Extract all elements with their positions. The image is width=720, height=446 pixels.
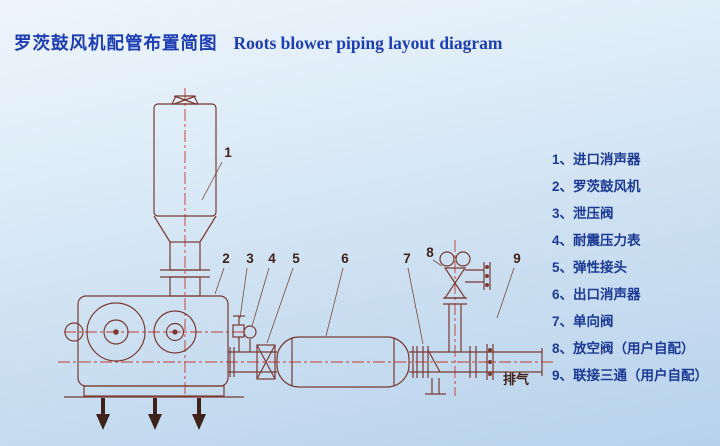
callout-5: 5 — [292, 251, 300, 266]
callout-2: 2 — [222, 251, 230, 266]
legend-label: 单向阀 — [573, 314, 614, 329]
legend-num: 6 — [552, 287, 560, 302]
roots-blower — [64, 295, 244, 398]
legend-label: 耐震压力表 — [573, 233, 641, 248]
legend-label: 放空阀（用户自配） — [573, 341, 695, 356]
legend-num: 1 — [552, 152, 560, 167]
legend-separator: 、 — [559, 314, 574, 329]
exhaust-label: 排气 — [503, 372, 529, 387]
legend-label: 进口消声器 — [573, 152, 641, 167]
legend-item-6: 6、出口消声器 — [552, 281, 708, 308]
legend-num: 4 — [552, 233, 560, 248]
relief-valve — [232, 315, 245, 352]
page-title-zh: 罗茨鼓风机配管布置简图 — [14, 33, 218, 53]
legend-item-4: 4、耐震压力表 — [552, 227, 708, 254]
legend-separator: 、 — [559, 260, 574, 275]
legend-separator: 、 — [559, 152, 574, 167]
legend-separator: 、 — [559, 233, 574, 248]
callout-9: 9 — [513, 251, 521, 266]
legend-num: 8 — [552, 341, 560, 356]
page-title: 罗茨鼓风机配管布置简图 Roots blower piping layout di… — [14, 30, 503, 55]
legend: 1、进口消声器 2、罗茨鼓风机 3、泄压阀 4、耐震压力表 5、弹性接头 6、出… — [552, 146, 708, 389]
callout-3: 3 — [246, 251, 254, 266]
check-valve — [422, 346, 446, 395]
legend-num: 3 — [552, 206, 560, 221]
callout-leaders — [201, 161, 515, 345]
legend-item-8: 8、放空阀（用户自配） — [552, 335, 708, 362]
legend-separator: 、 — [559, 179, 574, 194]
legend-separator: 、 — [559, 368, 574, 383]
legend-item-9: 9、联接三通（用户自配） — [552, 362, 708, 389]
discharge-pipe — [228, 347, 277, 377]
legend-label: 泄压阀 — [573, 206, 614, 221]
legend-separator: 、 — [559, 287, 574, 302]
callout-6: 6 — [341, 251, 349, 266]
callout-7: 7 — [403, 251, 411, 266]
legend-item-5: 5、弹性接头 — [552, 254, 708, 281]
flexible-joint — [256, 344, 276, 380]
legend-num: 2 — [552, 179, 560, 194]
legend-separator: 、 — [559, 341, 574, 356]
callouts: 1 2 3 4 5 6 7 8 9 排气 — [222, 145, 529, 387]
pressure-gauge — [243, 325, 257, 352]
callout-1: 1 — [224, 145, 232, 160]
legend-label: 弹性接头 — [573, 260, 628, 275]
legend-item-7: 7、单向阀 — [552, 308, 708, 335]
page-title-en: Roots blower piping layout diagram — [233, 33, 503, 53]
legend-num: 7 — [552, 314, 560, 329]
legend-num: 5 — [552, 260, 560, 275]
mounting-arrows — [96, 398, 206, 430]
legend-label: 出口消声器 — [573, 287, 641, 302]
legend-num: 9 — [552, 368, 560, 383]
vent-valve — [439, 251, 491, 352]
legend-label: 罗茨鼓风机 — [573, 179, 641, 194]
callout-4: 4 — [268, 251, 276, 266]
legend-item-2: 2、罗茨鼓风机 — [552, 173, 708, 200]
callout-8: 8 — [426, 245, 434, 260]
legend-item-3: 3、泄压阀 — [552, 200, 708, 227]
outlet-silencer — [276, 336, 410, 388]
connection-tee — [469, 344, 494, 380]
legend-item-1: 1、进口消声器 — [552, 146, 708, 173]
legend-separator: 、 — [559, 206, 574, 221]
legend-label: 联接三通（用户自配） — [573, 368, 709, 383]
